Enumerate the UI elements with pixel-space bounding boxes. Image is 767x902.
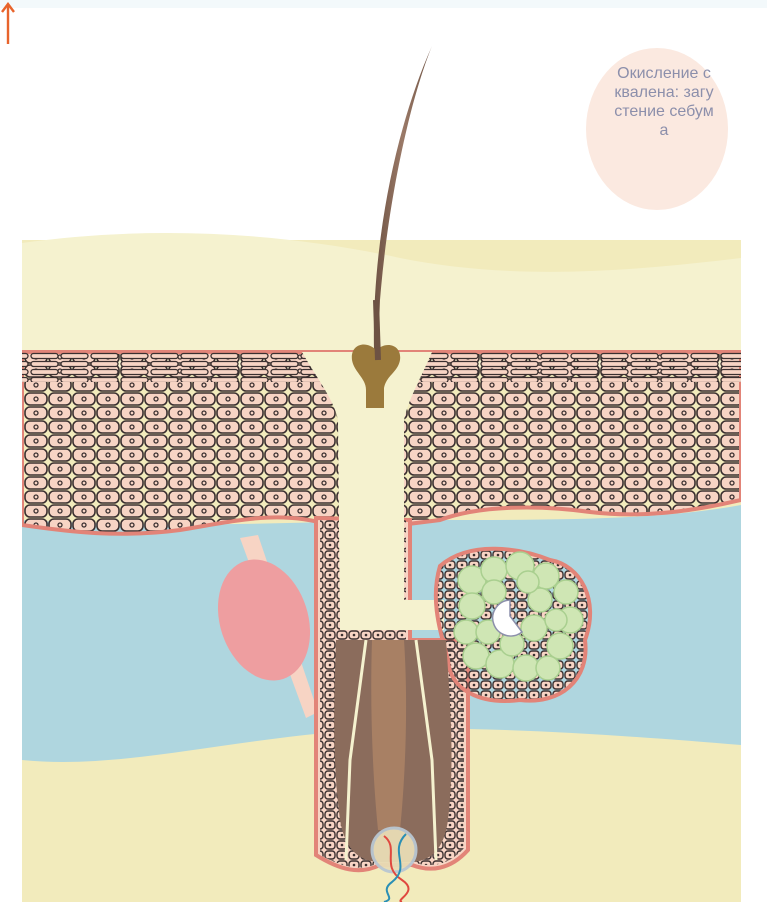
sebocyte [513, 655, 539, 681]
hair-shaft-base [376, 300, 378, 360]
sebocyte [517, 571, 539, 593]
sebocyte [463, 643, 489, 669]
sebocyte [536, 656, 560, 680]
sebocyte [554, 580, 578, 604]
dermal-papilla [372, 828, 416, 872]
callout-text: Окислени­e сквалена: загустени­e себума [614, 64, 714, 140]
up-arrow-icon [0, 0, 16, 44]
sebocyte [547, 633, 573, 659]
sebocyte [481, 557, 507, 583]
sebocyte [482, 580, 506, 604]
hair-medulla [371, 640, 406, 830]
sebocyte [521, 615, 547, 641]
sebocyte [545, 609, 567, 631]
sebocyte [454, 620, 478, 644]
sebocyte [459, 593, 485, 619]
